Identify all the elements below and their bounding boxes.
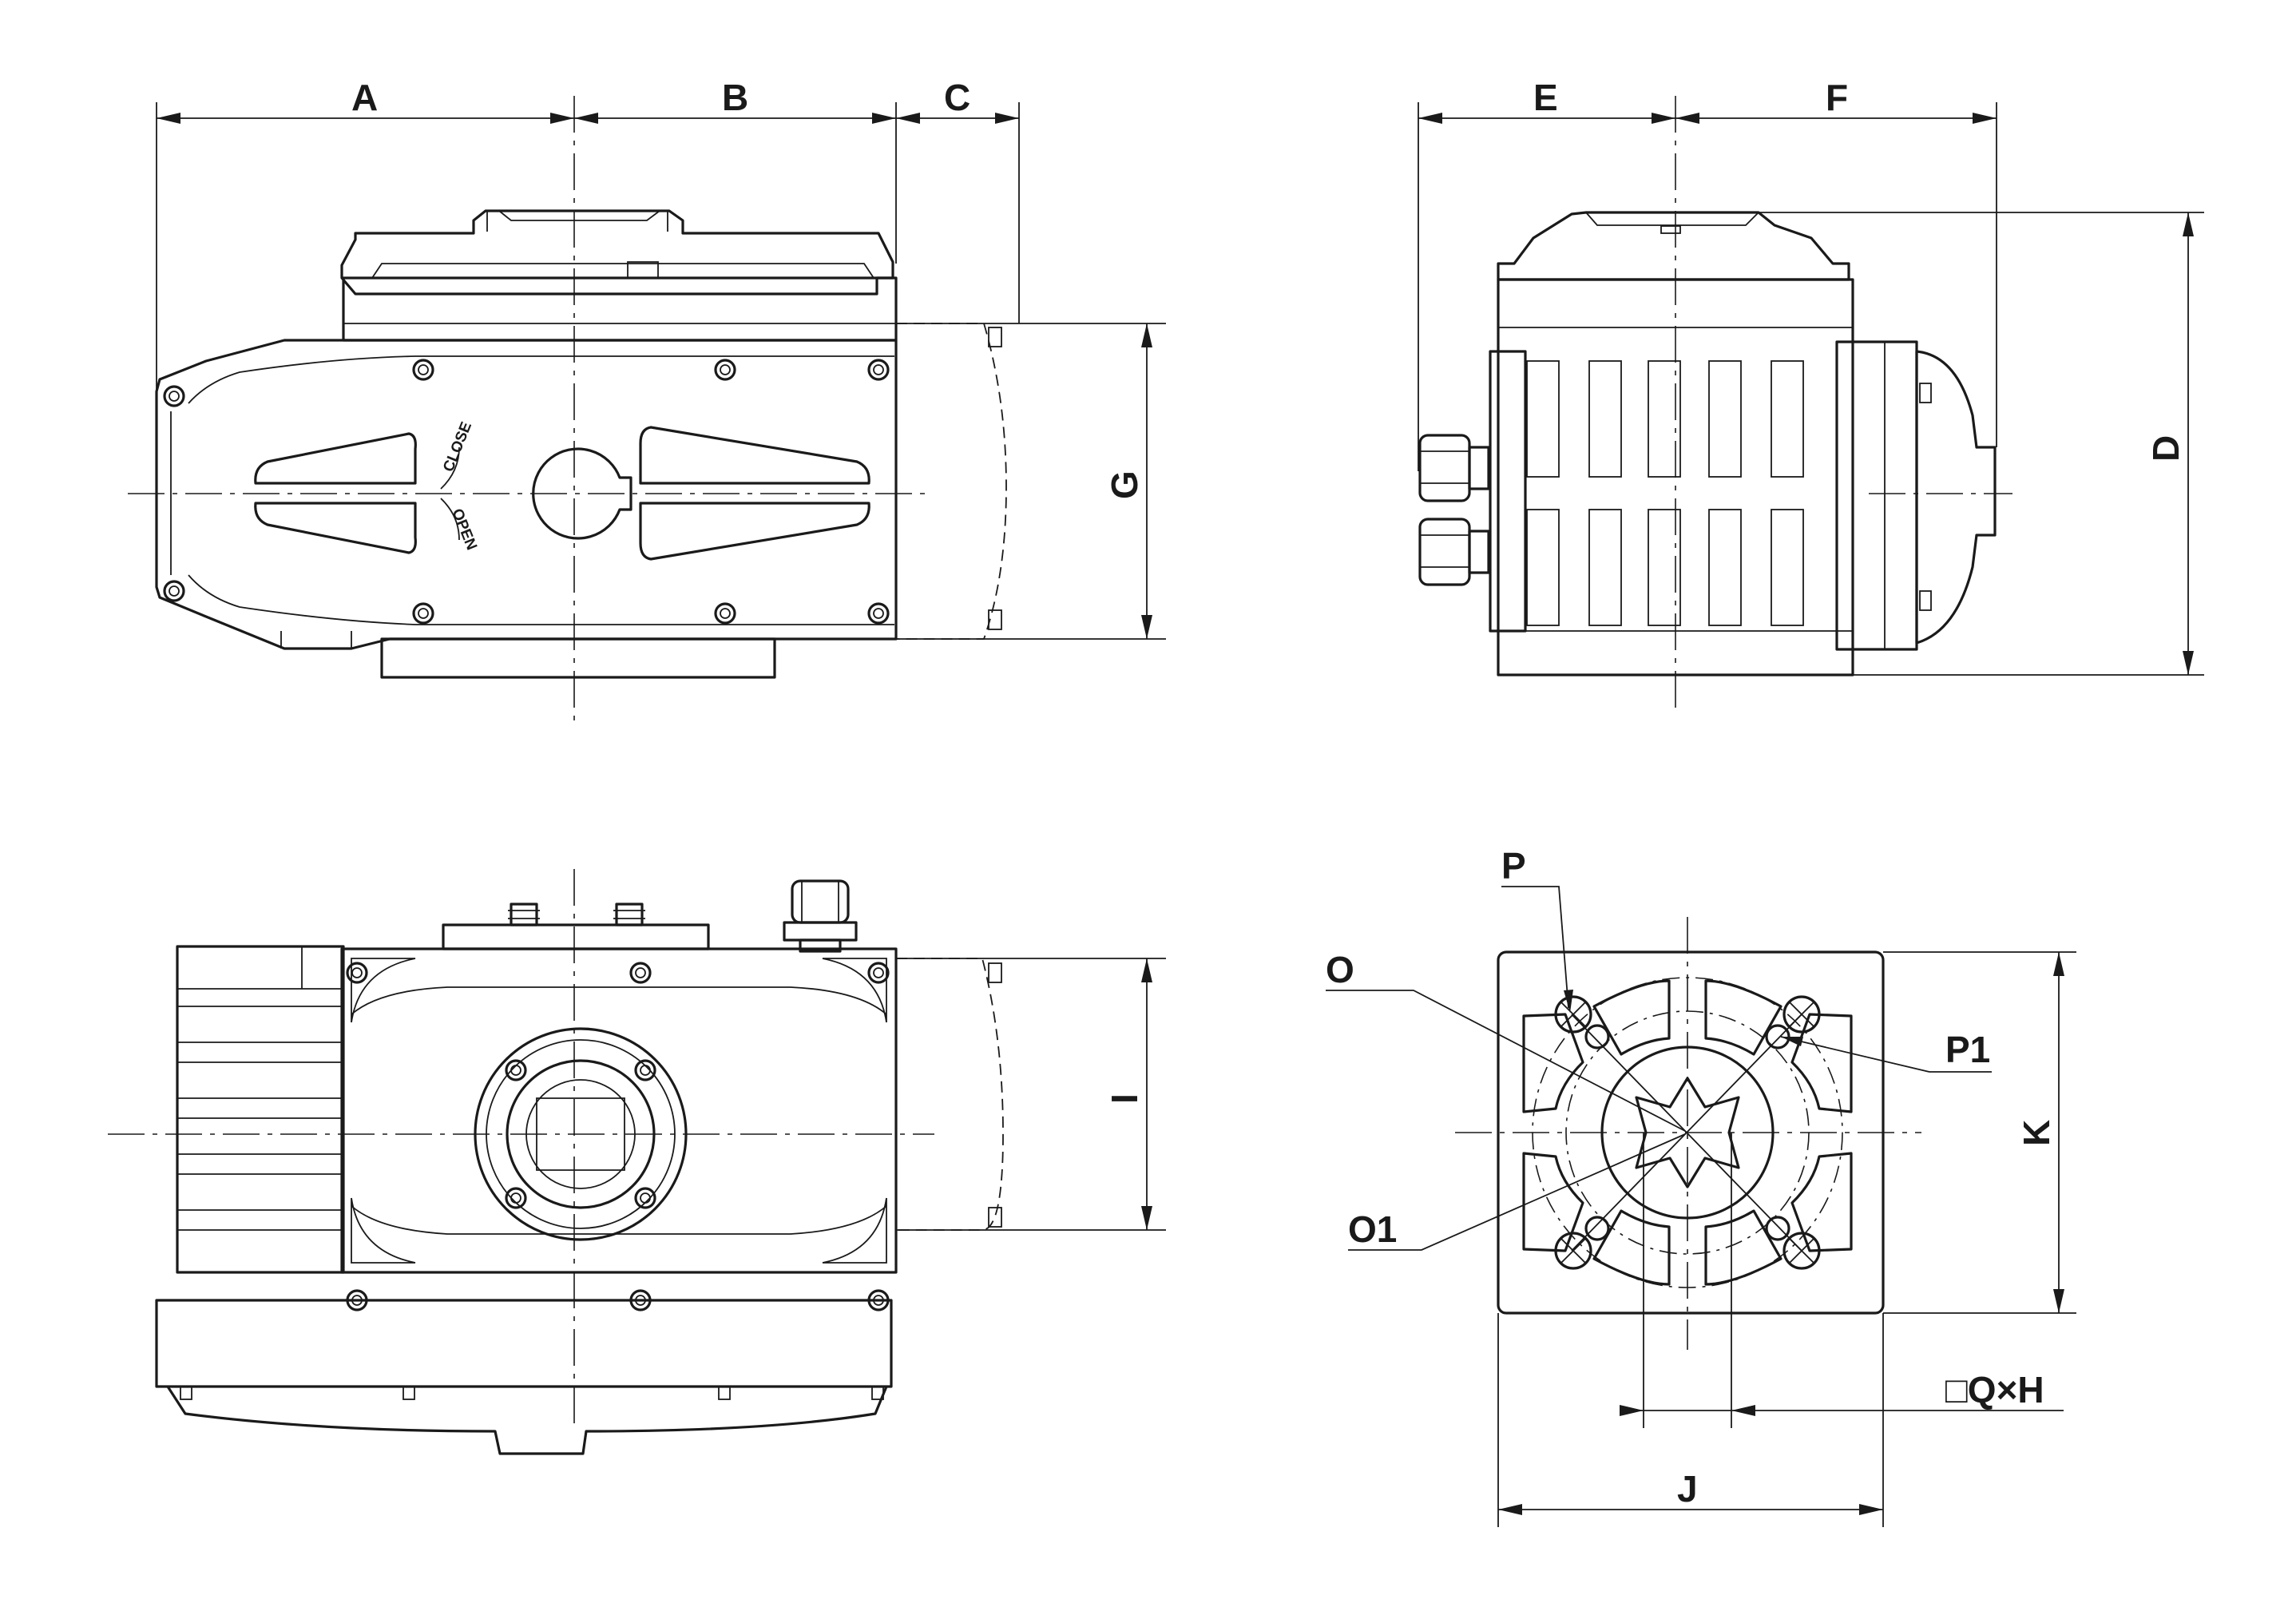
dim-label-J: J	[1677, 1468, 1698, 1510]
star-bore	[1635, 1077, 1740, 1188]
plan-lower-base	[155, 1299, 893, 1388]
side-flange	[1835, 340, 1918, 651]
side-top-cover	[1497, 211, 1850, 281]
dim-label-D: D	[2145, 435, 2187, 462]
dim-label-QH: □Q×H	[1945, 1369, 2044, 1411]
dim-label-A: A	[351, 77, 378, 118]
cable-glands	[1418, 434, 1490, 586]
front-view: CLOSE OPEN	[128, 96, 1007, 720]
flange-view	[1455, 917, 1921, 1350]
close-marking: CLOSE	[440, 419, 475, 474]
front-slot-lower-left	[254, 502, 417, 554]
plan-connectors	[508, 879, 858, 953]
front-main-housing	[155, 339, 898, 650]
front-top-cover	[340, 209, 894, 296]
dim-label-P1: P1	[1945, 1029, 1990, 1070]
dimensions: A B C E F D G I K	[156, 77, 2204, 1527]
dim-label-C: C	[944, 77, 970, 118]
front-handwheel-hidden	[896, 323, 1007, 640]
plan-main-plate	[340, 947, 898, 1274]
dim-label-O1: O1	[1348, 1208, 1397, 1250]
front-bottom-flange	[380, 637, 776, 679]
dim-label-O: O	[1326, 949, 1354, 990]
plan-screws	[346, 962, 890, 1311]
front-slot-upper-left	[254, 432, 417, 485]
open-arrow-icon	[440, 498, 460, 541]
dim-label-F: F	[1826, 77, 1848, 118]
side-fins	[1489, 350, 1804, 633]
plan-view	[108, 869, 1004, 1455]
side-view	[1418, 96, 2012, 711]
dim-label-I: I	[1104, 1093, 1145, 1104]
front-screws	[163, 359, 890, 625]
close-arrow-icon	[440, 446, 460, 490]
dim-label-P: P	[1501, 845, 1526, 887]
plan-fins	[176, 945, 345, 1274]
dim-label-G: G	[1104, 470, 1145, 499]
front-upper-body	[342, 276, 898, 342]
front-hub	[532, 447, 632, 540]
side-motor-cover	[1915, 350, 1997, 645]
front-slot-lower-right	[639, 502, 870, 561]
dim-label-E: E	[1533, 77, 1558, 118]
plan-handwheel-hidden	[896, 958, 1004, 1231]
dim-label-K: K	[2016, 1120, 2057, 1146]
dim-label-B: B	[722, 77, 748, 118]
front-slot-upper-right	[639, 426, 870, 485]
plan-connector-strip	[442, 923, 710, 950]
plan-bottom-profile	[166, 1386, 888, 1455]
